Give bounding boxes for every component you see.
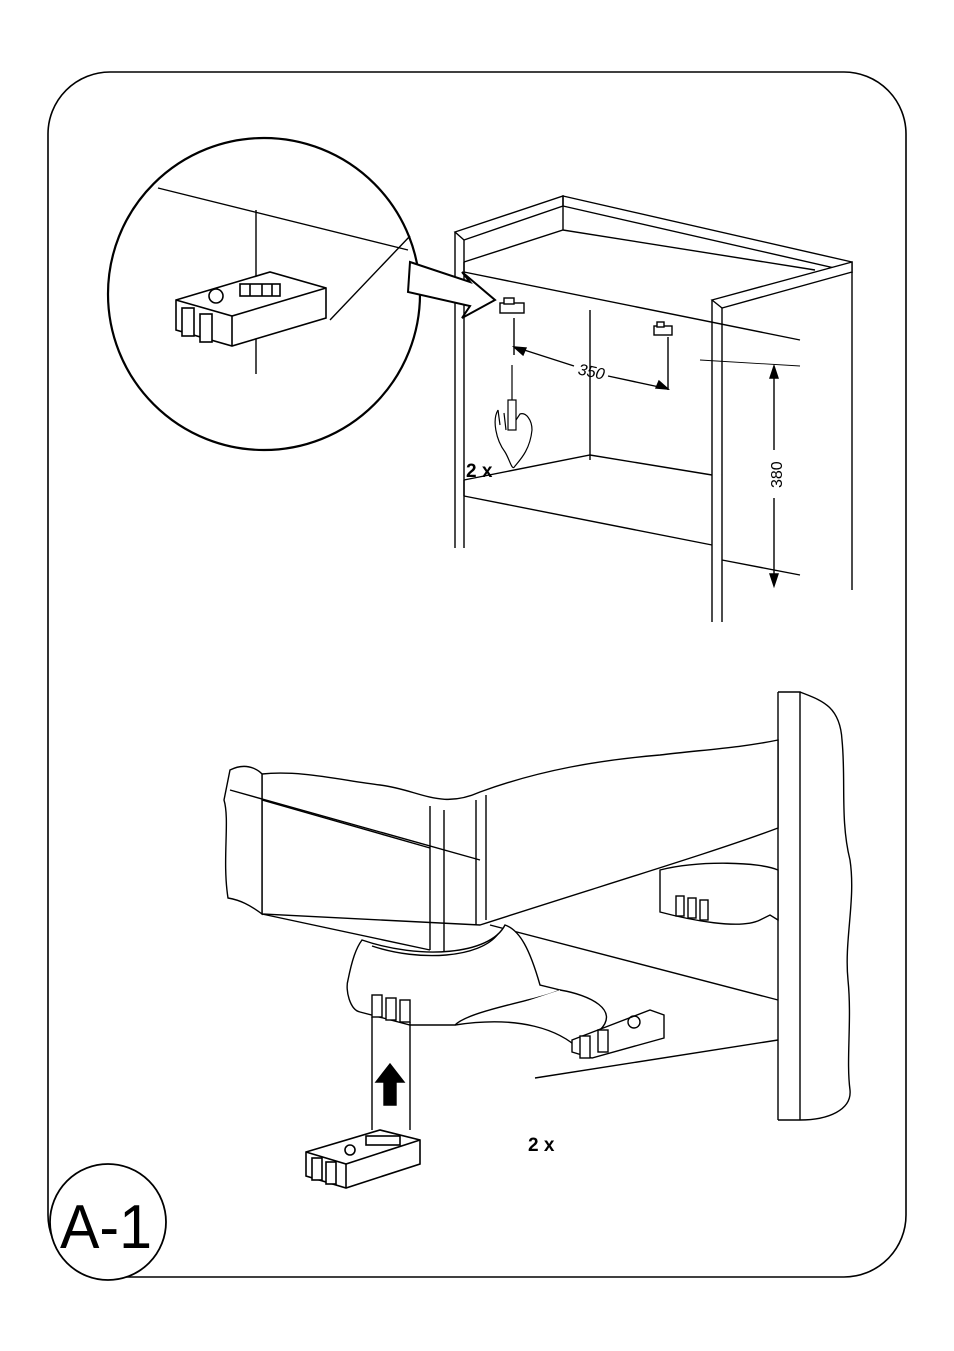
cabinet-left-panel (455, 196, 563, 240)
step-badge: A-1 (50, 1164, 166, 1280)
cabinet-illustration (108, 138, 852, 622)
dimension-380-label: 380 (769, 461, 786, 488)
step-label: A-1 (60, 1193, 152, 1262)
cabinet-bottom-shelf (464, 455, 712, 480)
top-quantity-label: 2 x (466, 461, 493, 482)
bottom-quantity-label: 2 x (528, 1135, 555, 1156)
cabinet-right-panel (712, 262, 852, 308)
hand-screwdriver-icon (495, 365, 532, 468)
cabinet-top-board (563, 196, 852, 272)
zoomed-clip (176, 272, 326, 346)
right-wall-panel (778, 692, 852, 1120)
dimension-350-label: 350 (576, 361, 606, 383)
zoom-arrow-icon (408, 262, 495, 318)
up-arrow-icon (376, 1064, 404, 1105)
loose-clip (306, 1130, 420, 1188)
base-illustration (224, 692, 852, 1188)
